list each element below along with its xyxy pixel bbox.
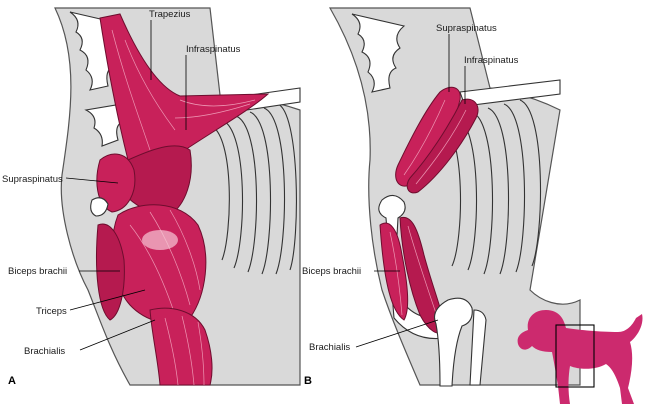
panel-a-triceps-highlight (142, 230, 178, 250)
panel-a-forearm-fibers (164, 315, 205, 386)
panel-a-brachialis-leader (79, 319, 156, 351)
panel-a-shoulder-bone (90, 197, 109, 217)
panel-a-biceps-muscle (96, 223, 125, 321)
panel-a-label-trapezius: Trapezius (149, 9, 191, 20)
dog-locator-box (555, 324, 595, 388)
panel-a-forearm-muscles (149, 307, 213, 386)
panel-a: Trapezius Infraspinatus Supraspinatus Bi… (2, 7, 301, 387)
panel-b-scapula-fibers (403, 99, 467, 185)
panel-b-label-biceps: Biceps brachii (302, 266, 361, 277)
panel-a-label-infraspinatus: Infraspinatus (186, 44, 241, 55)
panel-b-radius-bone (469, 309, 487, 386)
panel-a-label-brachialis: Brachialis (24, 346, 65, 357)
dog-silhouette-ear (531, 326, 543, 346)
dog-silhouette-icon (517, 310, 643, 404)
panel-b-label-infraspinatus: Infraspinatus (464, 55, 519, 66)
panel-a-triceps-leader (69, 289, 146, 311)
panel-b-brachialis-leader (355, 319, 439, 348)
dog-silhouette-body (517, 310, 643, 404)
panel-a-letter: A (8, 375, 16, 387)
panel-b-infraspinatus-muscle (406, 98, 479, 194)
panel-b-biceps-muscle (379, 222, 409, 321)
panel-a-label-supraspinatus: Supraspinatus (2, 174, 63, 185)
panel-b: Supraspinatus Infraspinatus Biceps brach… (302, 7, 581, 387)
panel-b-elbow-bone (433, 297, 473, 387)
panel-a-trapezius-fibers (111, 29, 256, 151)
panel-a-supraspinatus-leader (65, 177, 119, 184)
panel-a-label-biceps: Biceps brachii (8, 266, 67, 277)
panel-b-label-brachialis: Brachialis (309, 342, 350, 353)
panel-b-neck-vertebrae (351, 13, 406, 93)
panel-b-letter: B (304, 375, 312, 387)
panel-b-ribcage (439, 79, 561, 275)
panel-a-triceps-fibers (129, 209, 201, 316)
panel-a-label-triceps: Triceps (36, 306, 67, 317)
panel-b-label-supraspinatus: Supraspinatus (436, 23, 497, 34)
